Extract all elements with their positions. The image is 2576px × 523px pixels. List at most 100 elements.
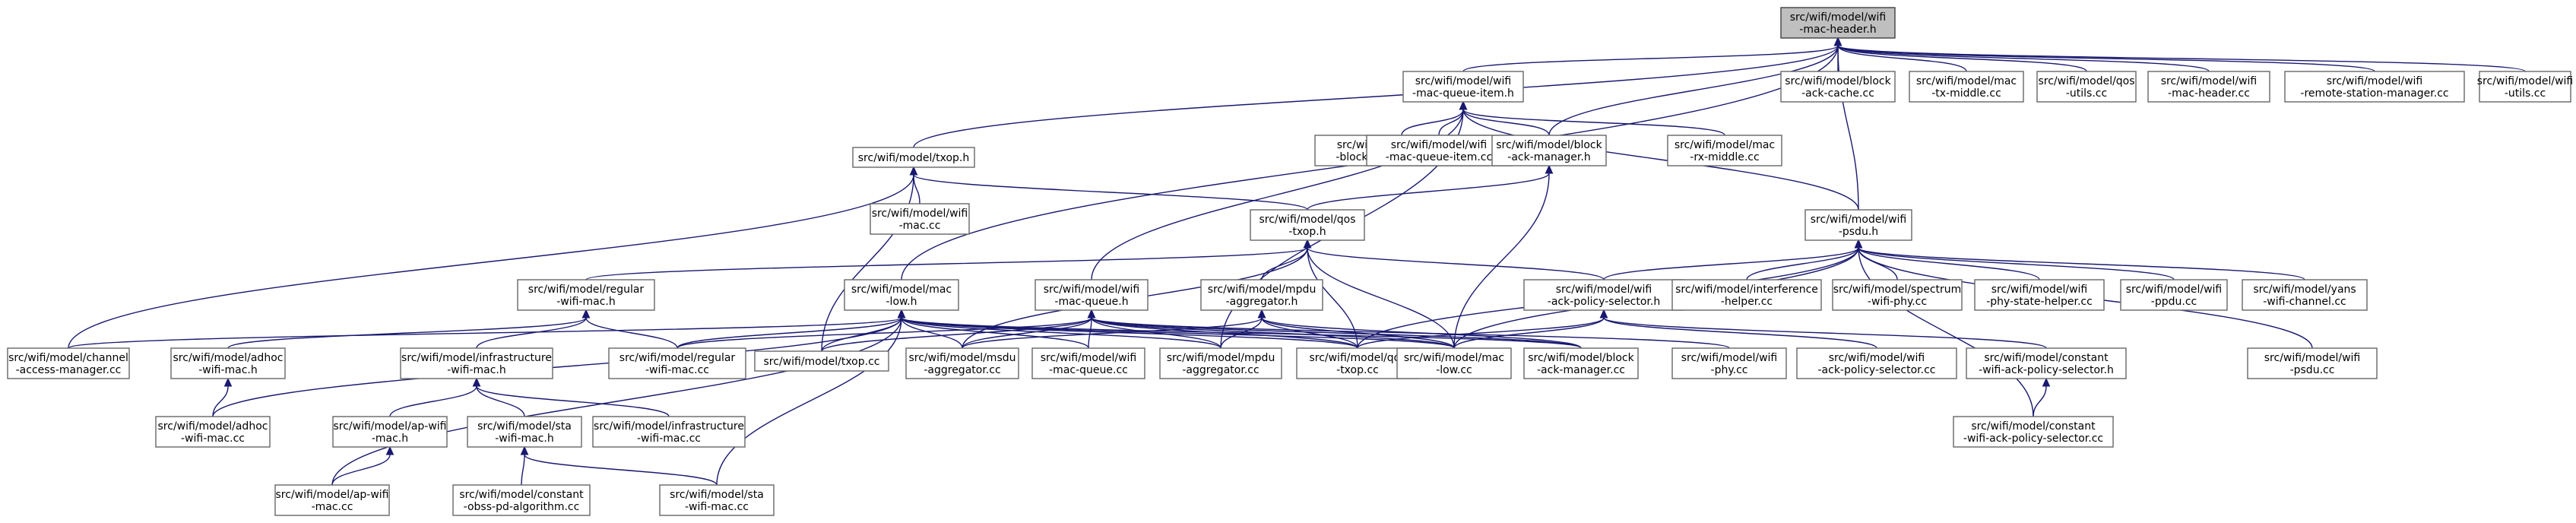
- file-node-utils_cc[interactable]: src/wifi/model/wifi-utils.cc: [2477, 71, 2574, 103]
- edge-yans_cc-to-psdu_h: [1854, 239, 2305, 281]
- file-node-mpdu_cc[interactable]: src/wifi/model/mpdu-aggregator.cc: [1159, 347, 1282, 379]
- file-node-macq_h[interactable]: src/wifi/model/wifi-mac-queue.h: [1035, 279, 1149, 311]
- file-node-mpdu_h[interactable]: src/wifi/model/mpdu-aggregator.h: [1200, 279, 1323, 311]
- file-node-ppdu_cc[interactable]: src/wifi/model/wifi-ppdu.cc: [2120, 279, 2228, 311]
- file-node-caps_cc[interactable]: src/wifi/model/constant-wifi-ack-policy-…: [1953, 416, 2114, 448]
- node-label-line: src/wifi/model/infrastructure: [594, 420, 744, 433]
- file-node-mqi_h[interactable]: src/wifi/model/wifi-mac-queue-item.h: [1402, 71, 1524, 103]
- file-node-bam_cc[interactable]: src/wifi/model/block-ack-manager.cc: [1523, 347, 1639, 379]
- node-box: [1780, 7, 1896, 39]
- edge-line: [1091, 317, 1582, 349]
- edge-line: [227, 317, 587, 349]
- edge-arrowhead: [472, 377, 481, 387]
- file-node-qostxop_h[interactable]: src/wifi/model/qos-txop.h: [1250, 209, 1365, 241]
- file-node-adhoc_cc[interactable]: src/wifi/model/adhoc-wifi-mac.cc: [155, 416, 271, 448]
- file-node-aps_cc[interactable]: src/wifi/model/wifi-ack-policy-selector.…: [1796, 347, 1957, 379]
- node-label-line: -ack-cache.cc: [1801, 87, 1874, 100]
- edge-ap_cc-to-ap_h: [331, 445, 394, 486]
- file-node-phy_cc[interactable]: src/wifi/model/wifi-phy.cc: [1671, 347, 1787, 379]
- node-label-line: src/wifi/model/wifi: [1811, 214, 1907, 226]
- node-label-line: -helper.cc: [1721, 296, 1773, 308]
- file-node-mactx_cc[interactable]: src/wifi/model/mac-tx-middle.cc: [1909, 71, 2024, 103]
- edge-line: [1091, 317, 1358, 349]
- node-box: [1200, 279, 1323, 311]
- edge-line: [676, 317, 1092, 349]
- node-label-line: src/wifi/model/constant: [459, 489, 584, 501]
- node-label-line: src/wifi/model/wifi: [1991, 284, 2088, 296]
- edge-line: [901, 317, 963, 349]
- edge-line: [1307, 247, 1455, 349]
- file-node-wmac_cc[interactable]: src/wifi/model/wifi-mac.cc: [870, 203, 970, 235]
- file-node-qosutils_cc[interactable]: src/wifi/model/qos-utils.cc: [2036, 71, 2137, 103]
- file-node-macq_cc[interactable]: src/wifi/model/wifi-mac-queue.cc: [1031, 347, 1145, 379]
- edge-mpdu_h-to-qostxop_h: [1261, 239, 1312, 281]
- edge-line: [1088, 317, 1092, 349]
- node-box: [1953, 416, 2114, 448]
- edge-line: [1261, 317, 1358, 349]
- node-box: [608, 347, 746, 379]
- file-node-txop_h[interactable]: src/wifi/model/txop.h: [852, 147, 975, 168]
- edge-line: [1453, 173, 1550, 349]
- node-label-line: -low.h: [886, 296, 917, 308]
- edge-arrowhead: [1303, 239, 1312, 249]
- node-box: [1396, 347, 1512, 379]
- node-label-line: -wifi-mac.cc: [181, 433, 245, 445]
- file-node-infra_h[interactable]: src/wifi/model/infrastructure-wifi-mac.h: [400, 347, 553, 379]
- file-node-bac_cc[interactable]: src/wifi/model/block-ack-cache.cc: [1780, 71, 1896, 103]
- file-node-psdu_h[interactable]: src/wifi/model/wifi-psdu.h: [1804, 209, 1912, 241]
- edge-line: [2033, 385, 2047, 417]
- node-label-line: src/wifi/model/mac: [1916, 75, 2017, 87]
- node-box: [1671, 279, 1822, 311]
- file-node-ap_cc[interactable]: src/wifi/model/ap-wifi-mac.cc: [274, 484, 390, 516]
- edge-line: [1548, 45, 1839, 136]
- file-node-txop_cc[interactable]: src/wifi/model/txop.cc: [754, 350, 889, 372]
- file-node-mqi_cc[interactable]: src/wifi/model/wifi-mac-queue-item.cc: [1366, 135, 1512, 166]
- node-label-line: -wifi-phy.cc: [1868, 296, 1927, 308]
- node-label-line: -ack-manager.h: [1507, 151, 1590, 163]
- file-node-infra_cc[interactable]: src/wifi/model/infrastructure-wifi-mac.c…: [592, 416, 746, 448]
- file-node-rsm_cc[interactable]: src/wifi/model/wifi-remote-station-manag…: [2284, 71, 2465, 103]
- node-box: [332, 416, 448, 448]
- file-node-msdu_cc[interactable]: src/wifi/model/msdu-aggregator.cc: [905, 347, 1019, 379]
- node-label-line: -mac-queue-item.cc: [1386, 151, 1492, 163]
- node-label-line: -psdu.cc: [2290, 364, 2335, 376]
- file-node-aps_h[interactable]: src/wifi/model/wifi-ack-policy-selector.…: [1523, 279, 1684, 311]
- node-box: [2147, 71, 2270, 103]
- node-label-line: -wifi-channel.cc: [2263, 296, 2346, 308]
- file-node-chan_cc[interactable]: src/wifi/model/channel-access-manager.cc: [7, 347, 130, 379]
- node-label-line: -wifi-mac.h: [495, 433, 554, 445]
- file-node-obss_cc[interactable]: src/wifi/model/constant-obss-pd-algorith…: [452, 484, 591, 516]
- edge-line: [1307, 247, 1605, 281]
- file-node-regular_cc[interactable]: src/wifi/model/regular-wifi-mac.cc: [608, 347, 746, 379]
- node-label-line: src/wifi/model/constant: [1984, 352, 2109, 364]
- file-node-caps_h[interactable]: src/wifi/model/constant-wifi-ack-policy-…: [1966, 347, 2127, 379]
- file-node-spec_cc[interactable]: src/wifi/model/spectrum-wifi-phy.cc: [1832, 279, 1963, 311]
- file-node-intf_cc[interactable]: src/wifi/model/interference-helper.cc: [1671, 279, 1822, 311]
- file-node-machdr_cc[interactable]: src/wifi/model/wifi-mac-header.cc: [2147, 71, 2270, 103]
- node-box: [1250, 209, 1365, 241]
- node-label-line: src/wifi/model/channel: [8, 352, 128, 364]
- file-node-regular_h[interactable]: src/wifi/model/regular-wifi-mac.h: [517, 279, 655, 311]
- file-node-ap_h[interactable]: src/wifi/model/ap-wifi-mac.h: [332, 416, 448, 448]
- file-node-maclow_cc[interactable]: src/wifi/model/mac-low.cc: [1396, 347, 1512, 379]
- file-node-bam_h[interactable]: src/wifi/model/block-ack-manager.h: [1491, 135, 1607, 166]
- file-node-sta_cc[interactable]: src/wifi/model/sta-wifi-mac.cc: [659, 484, 775, 516]
- edge-line: [1091, 317, 1221, 349]
- root-file-node[interactable]: src/wifi/model/wifi-mac-header.h: [1780, 7, 1896, 39]
- file-node-psh_cc[interactable]: src/wifi/model/wifi-phy-state-helper.cc: [1974, 279, 2105, 311]
- edge-arrowhead: [897, 309, 906, 319]
- file-node-maclow_h[interactable]: src/wifi/model/mac-low.h: [844, 279, 959, 311]
- node-label-line: src/wifi/model/wifi: [2264, 352, 2361, 364]
- node-label-line: -mac-queue.h: [1054, 296, 1128, 308]
- file-node-yans_cc[interactable]: src/wifi/model/yans-wifi-channel.cc: [2242, 279, 2368, 311]
- file-node-macrx_cc[interactable]: src/wifi/model/mac-rx-middle.cc: [1667, 135, 1782, 166]
- file-node-psdu_cc[interactable]: src/wifi/model/wifi-psdu.cc: [2247, 347, 2378, 379]
- node-box: [2120, 279, 2228, 311]
- edge-line: [1453, 317, 1605, 349]
- file-node-sta_h[interactable]: src/wifi/model/sta-wifi-mac.h: [467, 416, 582, 448]
- node-label-line: -aggregator.cc: [1182, 364, 1259, 376]
- edge-line: [1462, 109, 1550, 136]
- edge-maclow_cc-to-aps_h: [1453, 309, 1608, 349]
- node-label-line: src/wifi/model/block: [1496, 139, 1602, 151]
- file-node-adhoc_h[interactable]: src/wifi/model/adhoc-wifi-mac.h: [170, 347, 286, 379]
